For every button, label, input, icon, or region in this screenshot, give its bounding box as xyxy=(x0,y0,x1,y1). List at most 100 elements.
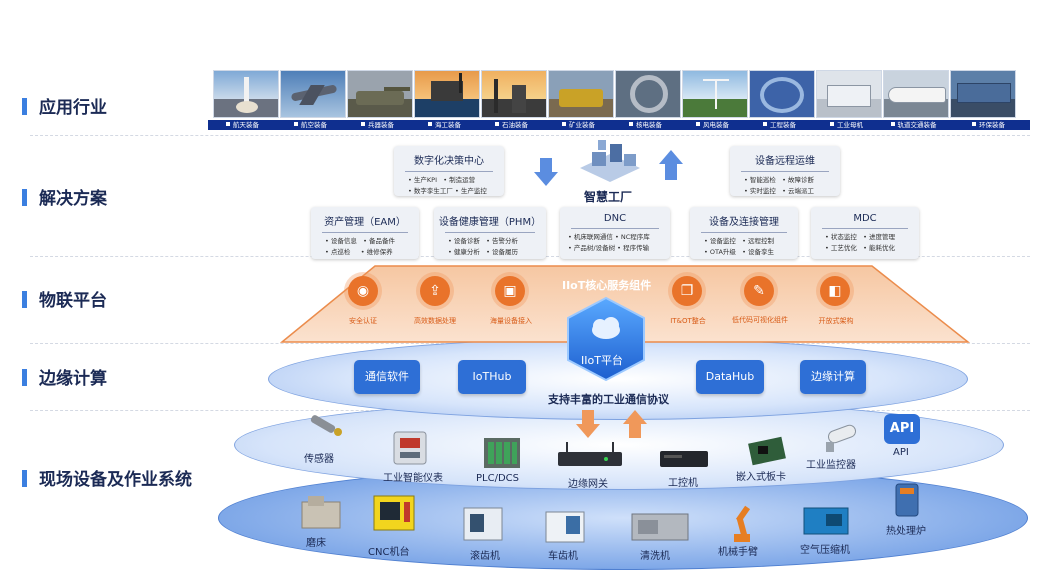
industry-image-engineering xyxy=(749,70,815,118)
device-label-embedded-board: 嵌入式板卡 xyxy=(736,472,786,483)
device-label-cnc: CNC机台 xyxy=(368,547,410,558)
api-icon: API xyxy=(884,414,920,444)
row-label-field: 现场设备及作业系统 xyxy=(22,465,192,490)
card-items: • 数字孪生工厂 • 生产监控 xyxy=(408,187,487,195)
row-label-iot-text: 物联平台 xyxy=(39,291,107,311)
device-label-smart-meter: 工业智能仪表 xyxy=(383,473,443,484)
industry-label-10: 工业母机 xyxy=(813,120,880,130)
industry-image-machine-tool xyxy=(816,70,882,118)
edge-button-iothub[interactable]: IoTHub xyxy=(458,360,526,394)
iiot-platform-label: IIoT平台 xyxy=(581,354,623,367)
cnc-machine-icon xyxy=(370,490,418,536)
industry-image-ordnance xyxy=(347,70,413,118)
card-title: 设备及连接管理 xyxy=(709,217,779,228)
industry-label-3: 兵器装备 xyxy=(344,120,411,130)
robot-arm-icon xyxy=(726,500,762,548)
device-label-grinder: 磨床 xyxy=(306,538,326,549)
industry-label-5: 石油装备 xyxy=(478,120,545,130)
card-divider xyxy=(821,228,909,229)
industry-image-aerospace xyxy=(213,70,279,118)
industry-label-1: 航天装备 xyxy=(208,120,277,130)
edge-button-comm-software[interactable]: 通信软件 xyxy=(354,360,420,394)
device-icon: ▣ xyxy=(495,276,525,306)
arrow-down-icon xyxy=(534,158,558,192)
iot-component-label: 高效数据处理 xyxy=(414,317,456,325)
industry-label-4: 海工装备 xyxy=(411,120,478,130)
card-mdc: MDC • 状态监控 • 进度管理 • 工艺优化 • 能耗优化 xyxy=(811,207,919,259)
iot-component-label: 低代码可视化组件 xyxy=(732,316,788,324)
card-dnc: DNC • 机床联网通信 • NC程序库 • 产品树/设备树 • 程序传输 xyxy=(560,207,670,259)
row-label-iot: 物联平台 xyxy=(22,286,107,311)
grinder-icon xyxy=(300,494,342,534)
iot-banner: IIoT核心服务组件 xyxy=(562,279,652,292)
card-items: • 实时监控 • 云端派工 xyxy=(744,187,815,195)
usb-icon: ⇪ xyxy=(420,276,450,306)
card-eam: 资产管理（EAM） • 设备信息 • 备品备件 • 点巡检 • 维修保养 xyxy=(311,207,419,259)
card-items: • 设备监控 • 远程控制 xyxy=(704,237,775,245)
edge-button-datahub[interactable]: DataHub xyxy=(696,360,764,394)
arrow-up-orange-icon xyxy=(623,410,647,442)
device-label-gear-shaper: 车齿机 xyxy=(548,551,578,562)
card-title: MDC xyxy=(853,213,877,224)
device-label-sensor: 传感器 xyxy=(304,454,334,465)
device-label-washer: 清洗机 xyxy=(640,551,670,562)
device-label-edge-gateway: 边缘网关 xyxy=(568,479,608,490)
device-label-air-compressor: 空气压缩机 xyxy=(800,545,850,556)
embedded-board-icon xyxy=(748,436,786,470)
wrench-icon: ✎ xyxy=(744,276,774,306)
hobbing-machine-icon xyxy=(462,504,504,546)
card-remote-maintenance: 设备远程运维 • 智能巡检 • 故障诊断 • 实时监控 • 云端派工 xyxy=(730,146,840,196)
heat-treatment-furnace-icon xyxy=(892,480,922,524)
smart-factory-icon xyxy=(570,138,650,190)
card-items: • 点巡检 • 维修保养 xyxy=(325,248,393,256)
card-divider xyxy=(321,232,409,233)
row-marker xyxy=(22,369,27,386)
divider xyxy=(30,135,1030,136)
row-label-industry: 应用行业 xyxy=(22,93,107,118)
card-divider xyxy=(445,232,535,233)
card-title: DNC xyxy=(603,213,627,224)
card-phm: 设备健康管理（PHM） • 设备诊断 • 告警分析 • 健康分析 • 设备履历 xyxy=(434,207,546,259)
industry-image-aviation xyxy=(280,70,346,118)
row-marker xyxy=(22,98,27,115)
iot-component-label: 开放式架构 xyxy=(818,317,854,325)
open-architecture-icon: ◧ xyxy=(820,276,850,306)
device-label-hobbing: 滚齿机 xyxy=(470,551,500,562)
sensor-icon xyxy=(306,410,346,444)
row-label-edge-text: 边缘计算 xyxy=(39,369,107,389)
card-items: • OTA升级 • 设备孪生 xyxy=(704,248,775,256)
smart-meter-icon xyxy=(392,430,428,470)
layers-icon: ❐ xyxy=(672,276,702,306)
industry-image-rail xyxy=(883,70,949,118)
row-label-field-text: 现场设备及作业系统 xyxy=(39,470,192,490)
card-digital-decision: 数字化决策中心 • 生产KPI • 制造运营 • 数字孪生工厂 • 生产监控 xyxy=(394,146,504,196)
device-label-api: API xyxy=(893,447,909,458)
iiot-platform-hexagon xyxy=(565,296,647,386)
industrial-pc-icon xyxy=(658,448,710,474)
industry-image-offshore xyxy=(414,70,480,118)
device-label-furnace: 热处理炉 xyxy=(886,526,926,537)
card-title: 资产管理（EAM） xyxy=(324,217,406,228)
iot-cone xyxy=(279,262,971,348)
industry-label-6: 矿业装备 xyxy=(545,120,612,130)
row-marker xyxy=(22,470,27,487)
device-label-plc: PLC/DCS xyxy=(476,473,519,484)
card-divider xyxy=(741,171,829,172)
device-label-surveillance: 工业监控器 xyxy=(806,460,856,471)
edge-gateway-icon xyxy=(556,440,624,474)
card-items: • 健康分析 • 设备履历 xyxy=(448,248,519,256)
arrow-down-orange-icon xyxy=(576,410,600,442)
row-label-solution: 解决方案 xyxy=(22,184,107,209)
edge-button-edge-computing[interactable]: 边缘计算 xyxy=(800,360,866,394)
card-items: • 设备诊断 • 告警分析 xyxy=(448,237,519,245)
industry-label-8: 风电装备 xyxy=(679,120,746,130)
card-divider xyxy=(405,171,493,172)
protocol-support-text: 支持丰富的工业通信协议 xyxy=(548,393,669,406)
surveillance-camera-icon xyxy=(822,420,862,460)
industry-label-12: 环保装备 xyxy=(947,120,1030,130)
industry-image-nuclear xyxy=(615,70,681,118)
industry-image-wind xyxy=(682,70,748,118)
smart-factory-title: 智慧工厂 xyxy=(584,190,633,204)
iot-component-label: 海量设备接入 xyxy=(490,317,532,325)
card-title: 设备健康管理（PHM） xyxy=(438,217,542,228)
